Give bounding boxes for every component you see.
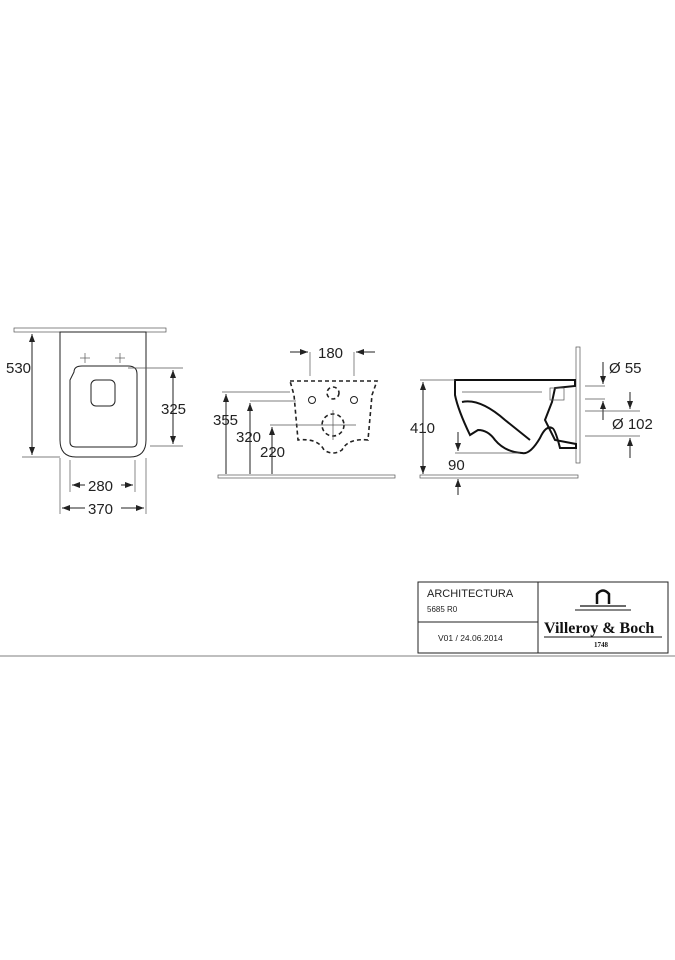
dim-355: 355 (213, 412, 238, 429)
svg-text:1748: 1748 (594, 641, 609, 649)
floor-band (419, 474, 579, 479)
dim-280: 280 (88, 478, 113, 495)
mounting-outline (288, 380, 379, 454)
brand-logo: Villeroy & Boch 1748 (544, 589, 662, 649)
front-view: 180 355 320 220 (213, 345, 396, 479)
top-view: 530 325 280 370 (6, 327, 186, 518)
wall-band (13, 327, 167, 333)
wall-band (575, 346, 581, 464)
dim-320: 320 (236, 429, 261, 446)
dim-diameter-55: Ø 55 (609, 360, 642, 377)
svg-text:Villeroy & Boch: Villeroy & Boch (544, 620, 654, 637)
dim-325: 325 (161, 401, 186, 418)
side-view: 410 90 Ø 55 Ø 102 (410, 346, 653, 495)
version-date: V01 / 24.06.2014 (438, 633, 503, 643)
bowl-outline (59, 331, 147, 458)
dim-180: 180 (318, 345, 343, 362)
product-name: ARCHITECTURA (427, 588, 514, 600)
fixing-cross-icon (80, 353, 125, 363)
bowl-profile (454, 379, 577, 455)
dim-diameter-102: Ø 102 (612, 416, 653, 433)
seat-outline (69, 365, 138, 448)
dim-220: 220 (260, 444, 285, 461)
dim-90: 90 (448, 457, 465, 474)
article-number: 5685 R0 (427, 605, 458, 614)
dim-410: 410 (410, 420, 435, 437)
lid-square (90, 379, 116, 407)
title-block: ARCHITECTURA 5685 R0 V01 / 24.06.2014 Vi… (417, 581, 669, 654)
dim-530: 530 (6, 360, 31, 377)
floor-band (217, 474, 396, 479)
dim-370: 370 (88, 501, 113, 518)
